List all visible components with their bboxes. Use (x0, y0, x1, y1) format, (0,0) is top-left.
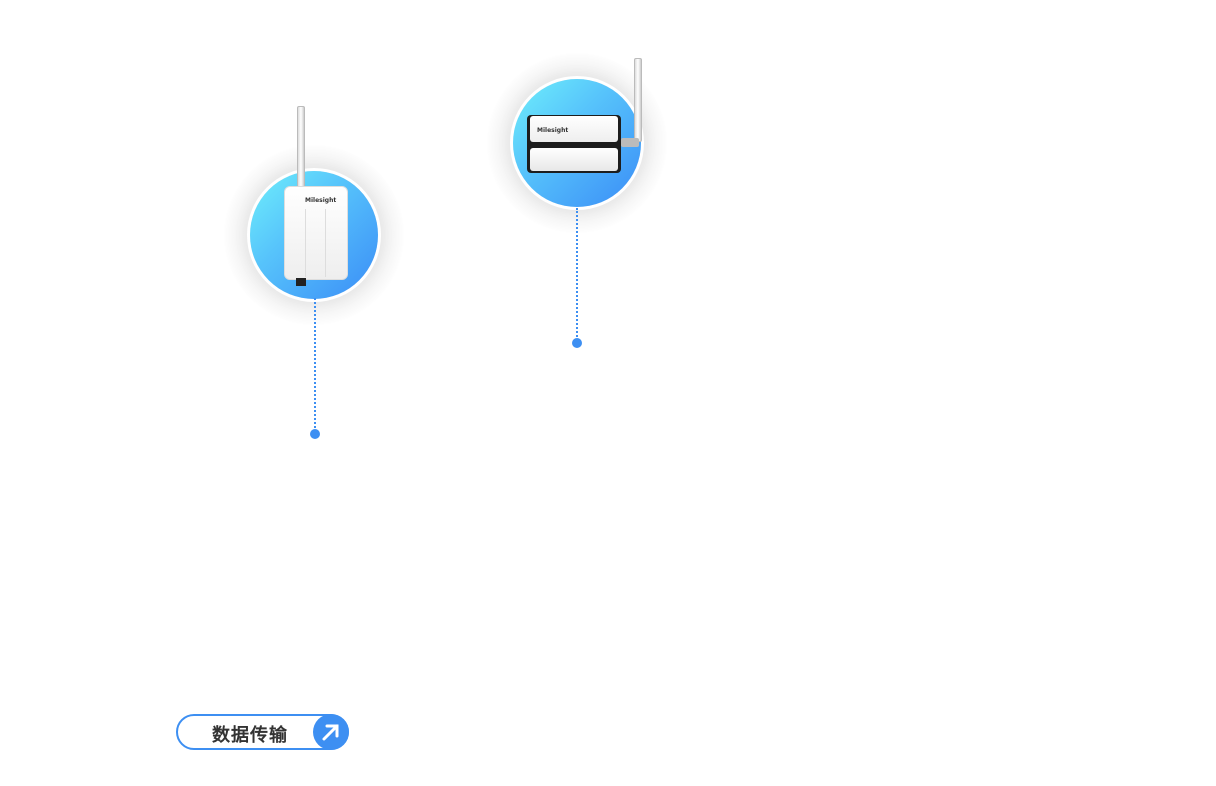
arrow-up-right-icon (313, 714, 349, 750)
connector-line (314, 298, 316, 432)
device-logo: Milesight (537, 127, 569, 134)
device-1-image: Milesight (284, 186, 348, 280)
data-transmission-button[interactable]: 数据传输 (176, 714, 349, 750)
connector-dot (572, 338, 582, 348)
antenna-icon (297, 106, 305, 190)
connector-icon (621, 138, 639, 147)
device-logo: Milesight (305, 197, 337, 204)
antenna-icon (634, 58, 642, 142)
connector-icon (296, 278, 306, 286)
connector-line (576, 208, 578, 341)
connector-dot (310, 429, 320, 439)
device-2-image: Milesight (527, 115, 621, 173)
button-label: 数据传输 (212, 725, 288, 746)
